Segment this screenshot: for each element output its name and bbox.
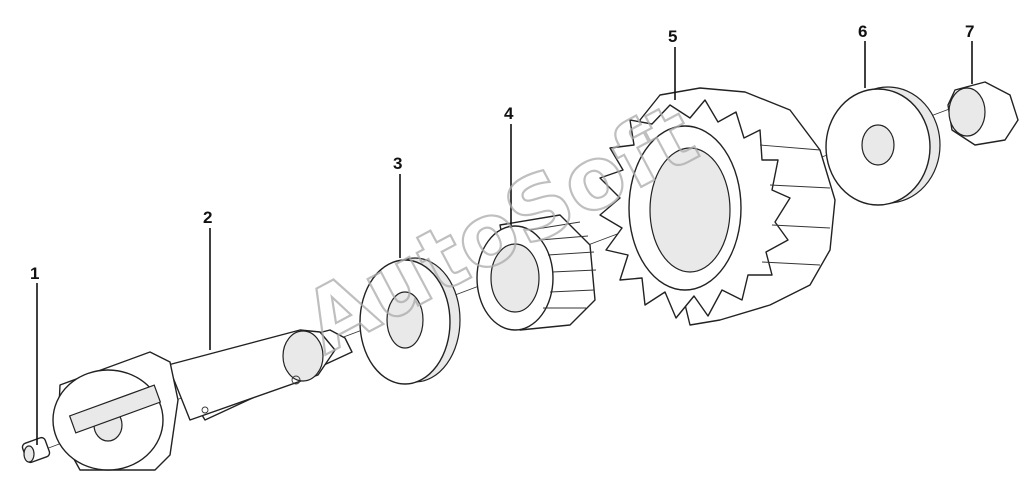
callout-5: 5 bbox=[668, 27, 677, 46]
part-6-washer bbox=[825, 86, 941, 206]
callout-2: 2 bbox=[203, 208, 212, 227]
part-3-washer bbox=[359, 257, 461, 385]
part-4-needle-bearing bbox=[476, 214, 597, 331]
callout-4: 4 bbox=[504, 104, 514, 123]
part-2-shaft bbox=[52, 329, 353, 471]
callout-7: 7 bbox=[965, 22, 974, 41]
callout-1: 1 bbox=[30, 264, 39, 283]
part-7-nut bbox=[947, 81, 1019, 146]
callout-6: 6 bbox=[858, 22, 867, 41]
part-5-gear bbox=[599, 87, 836, 326]
part-1-pin bbox=[21, 436, 51, 464]
callout-3: 3 bbox=[393, 154, 402, 173]
